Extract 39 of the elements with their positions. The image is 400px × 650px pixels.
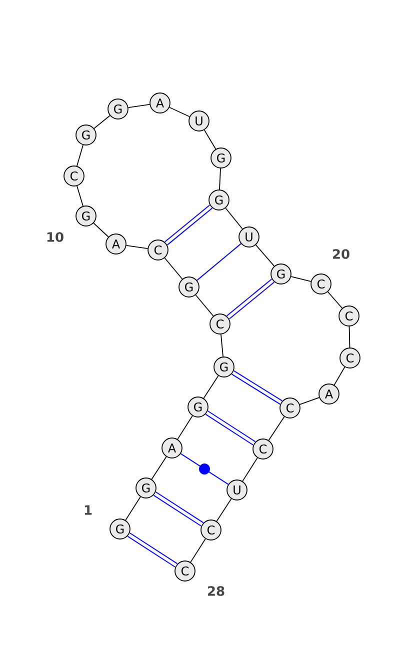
backbone-line <box>93 222 109 238</box>
base-pair-line <box>196 243 242 281</box>
backbone-line <box>225 208 243 230</box>
backbone-line <box>219 168 221 190</box>
base-pair-line <box>127 532 178 568</box>
backbone-line <box>125 496 141 521</box>
base-pair-line <box>226 278 274 320</box>
backbone-line <box>169 106 190 118</box>
backbone-line <box>216 498 232 522</box>
backbone-line <box>334 366 346 386</box>
base-pair-line <box>164 204 212 246</box>
backbone-line <box>290 276 312 282</box>
backbone-line <box>348 326 350 348</box>
backbone-line <box>220 334 224 358</box>
position-number: 1 <box>84 505 92 515</box>
backbone-line <box>94 115 110 129</box>
base-pair-line <box>153 492 204 526</box>
backbone-line <box>76 144 84 166</box>
backbone-line <box>204 130 216 150</box>
backbone-line <box>128 104 150 108</box>
backbone-line <box>203 375 219 399</box>
position-number: 10 <box>47 232 64 242</box>
position-number: 20 <box>333 249 350 259</box>
backbone-line <box>177 415 193 440</box>
backbone-line <box>255 244 275 267</box>
base-pair-line <box>232 370 282 405</box>
base-pair-line <box>180 453 229 485</box>
backbone-line <box>190 538 206 563</box>
backbone-line <box>268 416 285 441</box>
backbone-line <box>151 456 167 480</box>
backbone-line <box>164 258 183 280</box>
backbone-line <box>242 457 258 482</box>
base-pair-line <box>205 410 256 446</box>
backbone-line <box>195 294 214 316</box>
backbone-line <box>299 397 320 405</box>
backbone-line <box>76 186 84 206</box>
position-number: 28 <box>208 586 224 596</box>
backbone-line <box>327 291 343 309</box>
backbone-line <box>126 245 148 249</box>
